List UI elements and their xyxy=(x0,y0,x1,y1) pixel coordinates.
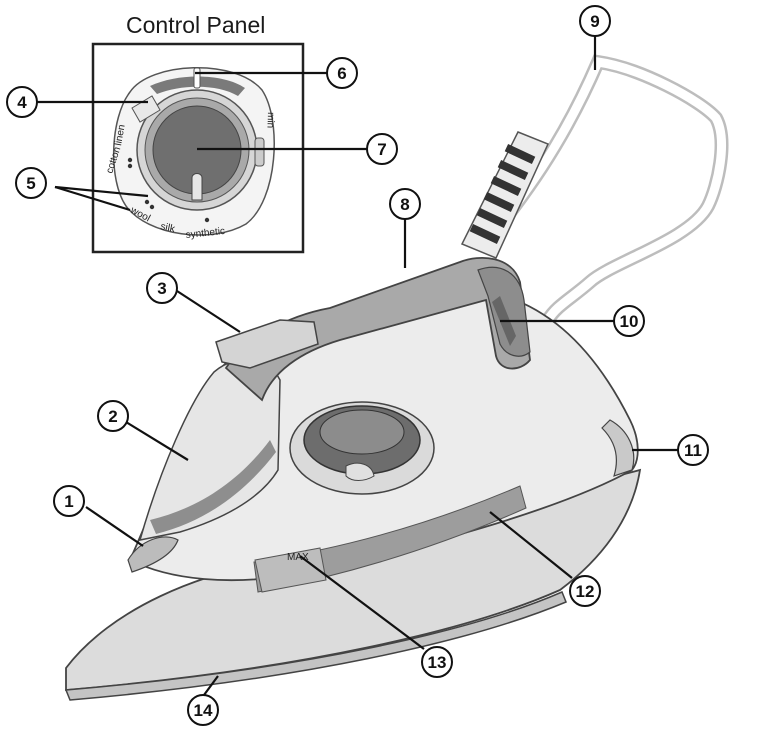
soleplate-edge xyxy=(64,591,567,701)
indicator-dot xyxy=(127,163,133,169)
callout-11-label: 11 xyxy=(684,441,702,460)
heel-rest xyxy=(601,419,635,477)
leader-5a xyxy=(54,185,149,198)
callout-13-label: 13 xyxy=(428,653,447,672)
callout-4: 4 xyxy=(6,86,38,118)
leader-13 xyxy=(299,555,425,650)
callout-12-label: 12 xyxy=(576,582,595,601)
callout-5: 5 xyxy=(15,167,47,199)
indicator-dot xyxy=(204,217,210,223)
dial-top-marker xyxy=(193,67,201,89)
callout-2: 2 xyxy=(97,400,129,432)
indicator-dot xyxy=(144,199,150,205)
callout-1-label: 1 xyxy=(64,492,73,511)
control-panel-title: Control Panel xyxy=(126,12,266,38)
callout-6-label: 6 xyxy=(337,64,346,83)
max-fill-mark: MAX xyxy=(287,552,309,563)
leader-lines xyxy=(37,36,678,696)
callout-7-label: 7 xyxy=(377,140,386,159)
steam-switch xyxy=(131,95,161,123)
cover-trim xyxy=(150,440,276,534)
callout-12: 12 xyxy=(569,575,601,607)
callout-9: 9 xyxy=(579,5,611,37)
callout-1: 1 xyxy=(53,485,85,517)
callout-11: 11 xyxy=(677,434,709,466)
callout-3-label: 3 xyxy=(157,279,166,298)
leader-14 xyxy=(203,675,219,696)
power-cord-outline xyxy=(479,57,726,325)
indicator-dot xyxy=(149,204,155,210)
callout-10: 10 xyxy=(613,305,645,337)
body-dial-switch xyxy=(345,462,375,481)
callout-5-label: 5 xyxy=(26,174,35,193)
dial-label-silk: silk xyxy=(159,221,176,235)
callout-2-label: 2 xyxy=(108,407,117,426)
body-dial-knob xyxy=(319,409,405,455)
callout-14-label: 14 xyxy=(194,701,213,720)
dial-label-linen: linen xyxy=(113,124,128,147)
callout-8-label: 8 xyxy=(400,195,409,214)
indicator-dot xyxy=(127,157,133,163)
dial-pointer xyxy=(191,173,203,201)
callout-6: 6 xyxy=(326,57,358,89)
dial-label-min: min xyxy=(264,112,276,128)
leader-3 xyxy=(176,290,241,333)
callout-8: 8 xyxy=(389,188,421,220)
cord-strain-relief xyxy=(460,131,550,259)
callout-13: 13 xyxy=(421,646,453,678)
callout-9-label: 9 xyxy=(590,12,599,31)
callout-4-label: 4 xyxy=(17,93,27,112)
spray-buttons xyxy=(215,319,319,369)
callout-7: 7 xyxy=(366,133,398,165)
dial-label-synthetic: synthetic xyxy=(185,226,225,241)
callout-14: 14 xyxy=(187,694,219,726)
leader-2 xyxy=(125,421,189,461)
leader-1 xyxy=(85,506,144,547)
water-window xyxy=(254,547,327,593)
callout-10-label: 10 xyxy=(620,312,639,331)
dial-side-button xyxy=(254,137,265,167)
leader-12 xyxy=(489,511,573,579)
callout-3: 3 xyxy=(146,272,178,304)
leader-5b xyxy=(54,185,131,212)
